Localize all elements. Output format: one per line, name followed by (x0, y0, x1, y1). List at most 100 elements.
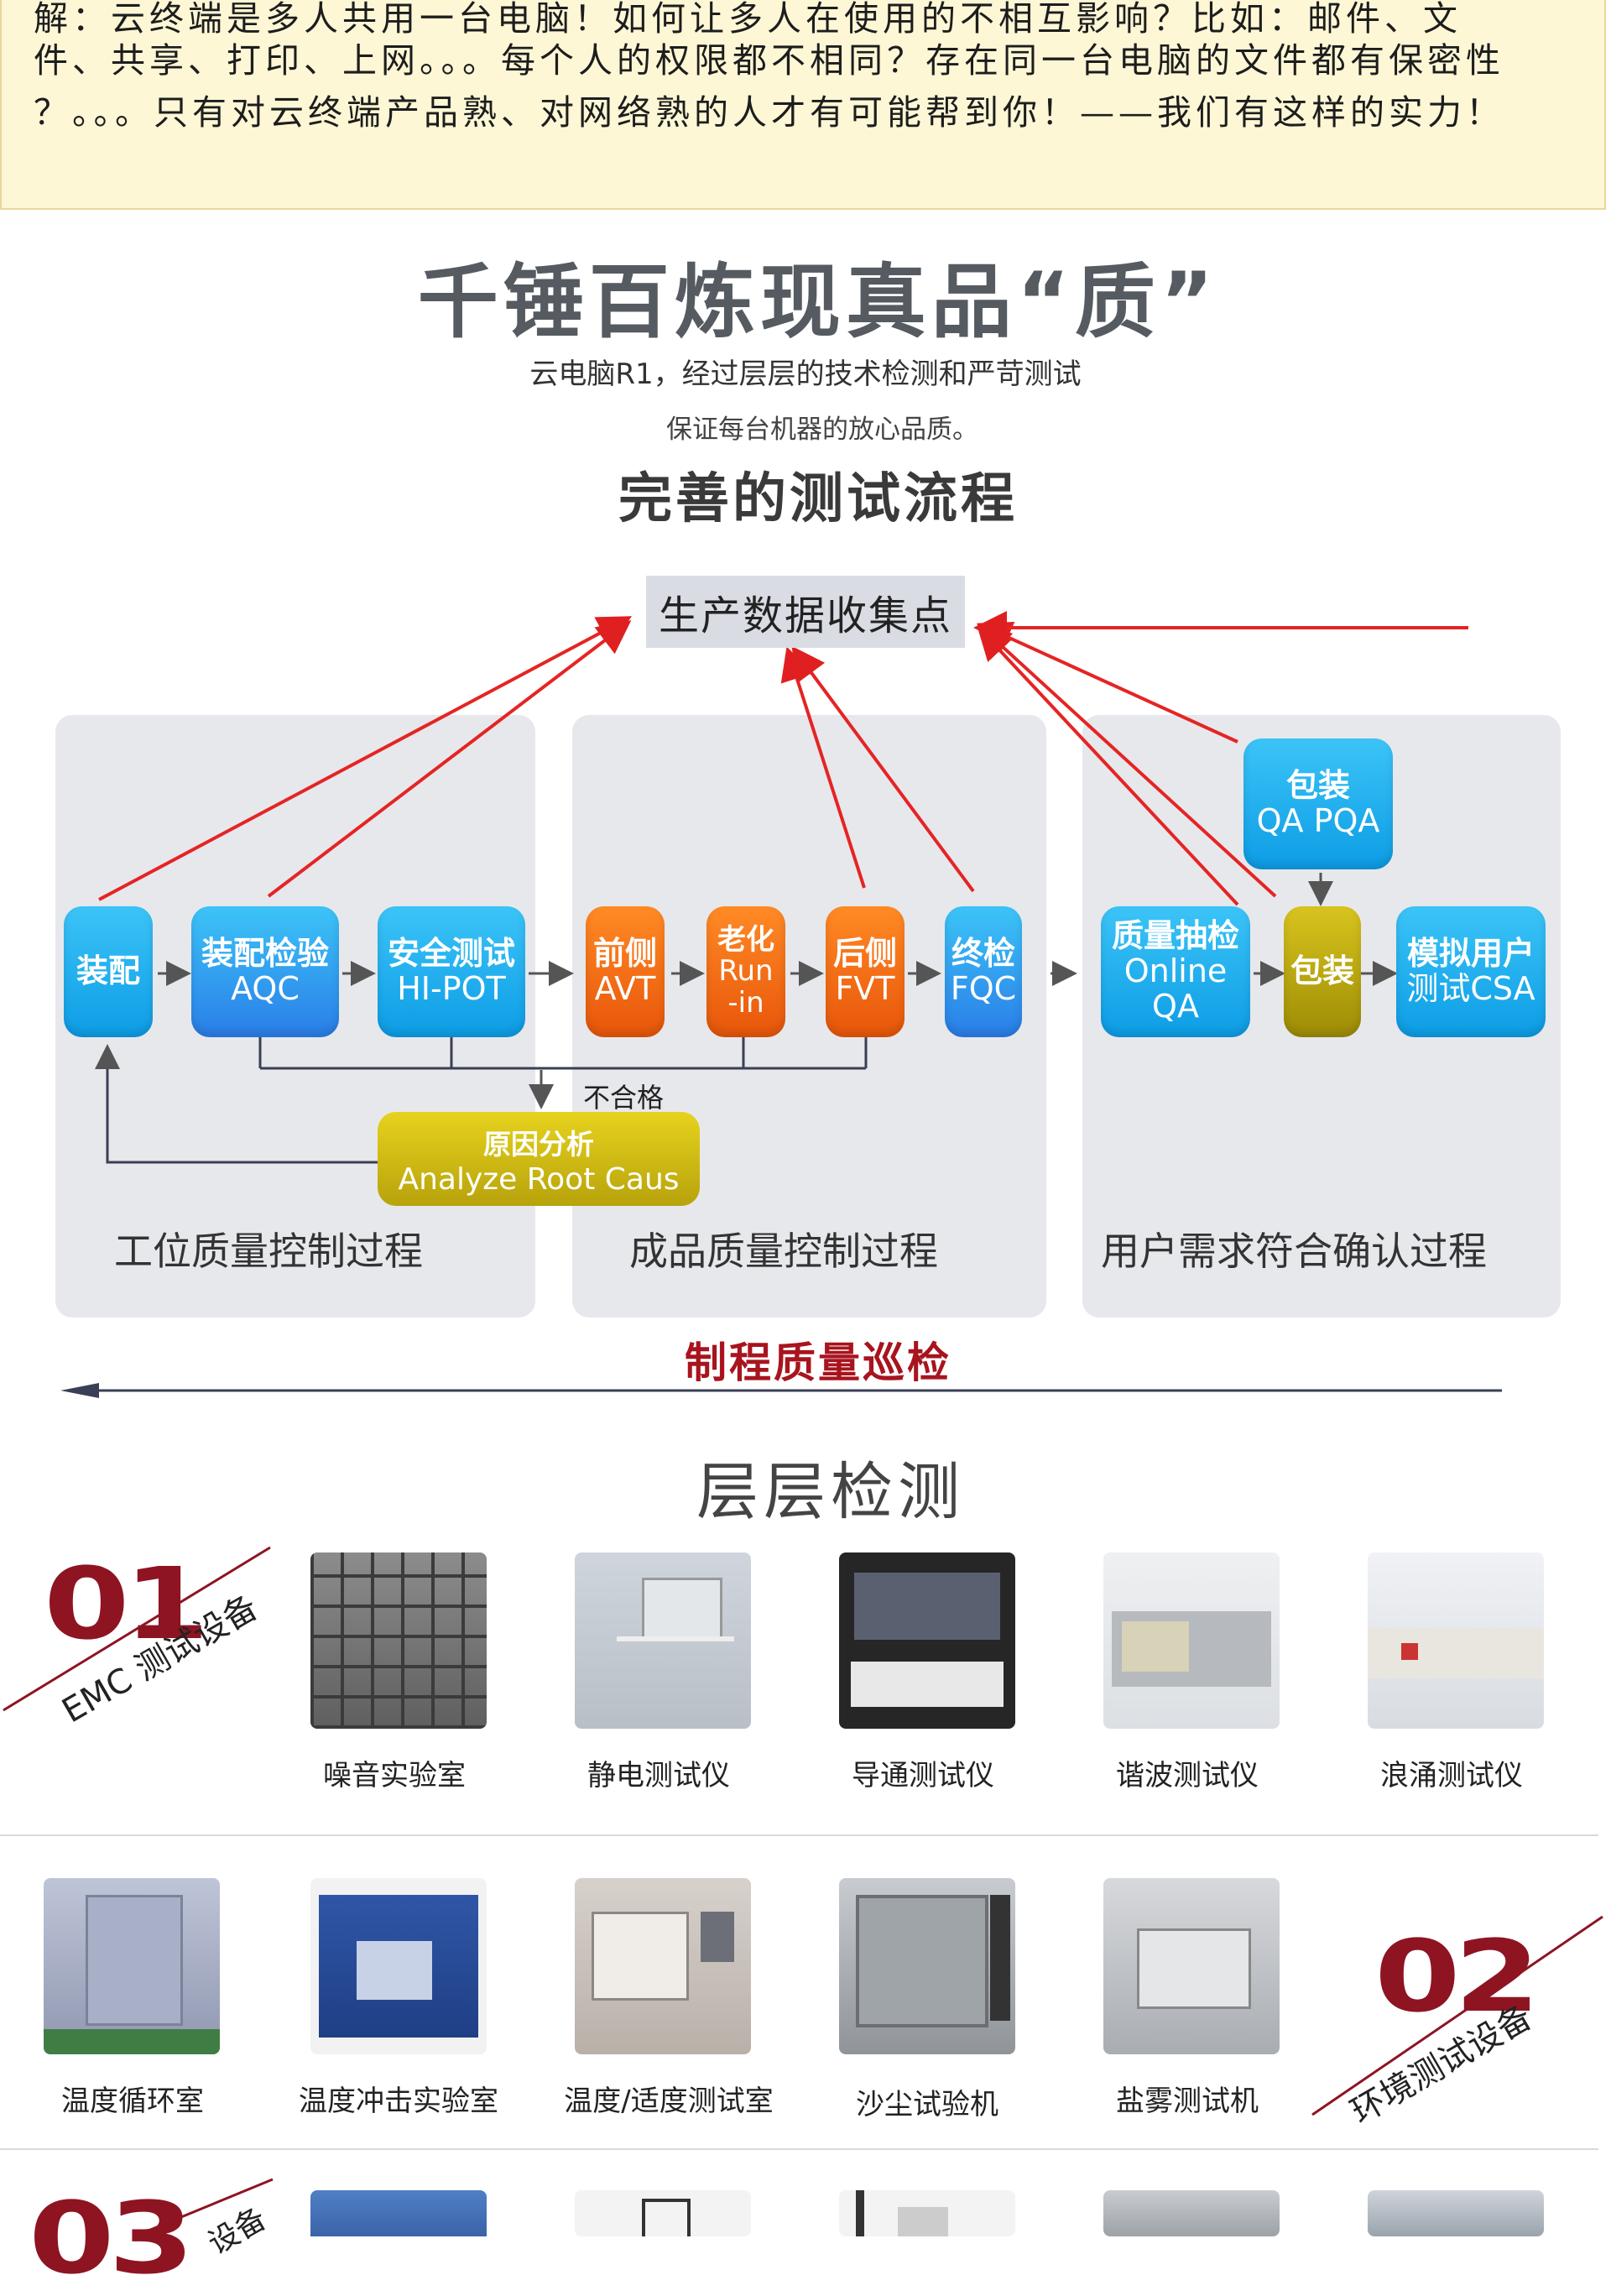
root-cause-label: 原因分析 (483, 1127, 594, 1161)
node-pack-label: 包装 (1290, 952, 1354, 990)
node-online-qa-code: Online (1124, 952, 1228, 990)
image-temp-cycle-floor (44, 2029, 220, 2054)
node-aqc-code: AQC (231, 970, 300, 1007)
node-runin-label: 老化 (717, 922, 774, 957)
badge-02-line (1311, 1915, 1603, 2116)
image-row3-3 (839, 2190, 1015, 2236)
node-online-qa-label: 质量抽检 (1111, 917, 1239, 955)
node-csa-code: 测试CSA (1406, 970, 1535, 1007)
node-online-qa: 质量抽检 Online QA (1101, 906, 1250, 1037)
badge-03-number: 03 (29, 2180, 195, 2296)
node-pack: 包装 (1284, 906, 1361, 1037)
badge-03-line (133, 2178, 274, 2236)
node-assemble-label: 装配 (76, 952, 140, 990)
note-line-3: ？。。。只有对云终端产品熟、对网络熟的人才有可能帮到你！——我们有这样的实力！ (34, 92, 1504, 133)
quality-subtitle-2: 保证每台机器的放心品质。 (666, 415, 978, 445)
node-runin: 老化 Run -in (706, 906, 785, 1037)
badge-01-number: 01 (44, 1546, 210, 1662)
node-fqc: 终检 FQC (945, 906, 1022, 1037)
image-row3-2 (575, 2190, 751, 2236)
image-row3-2-frame (642, 2199, 691, 2236)
equipment-label: 沙尘试验机 (856, 2088, 998, 2121)
node-pqa-label: 包装 (1285, 767, 1350, 805)
note-line-1: 解：云终端是多人共用一台电脑！如何让多人在使用的不相互影响？比如：邮件、文 (34, 0, 1462, 39)
image-row3-3-box (898, 2207, 948, 2236)
image-thermal-shock-lab (310, 1878, 487, 2054)
image-humidity-panel (701, 1912, 734, 1962)
image-temp-cycle-chamber (44, 1878, 220, 2054)
panel-label-user: 用户需求符合确认过程 (1101, 1229, 1487, 1274)
node-hipot-code: HI-POT (397, 970, 506, 1007)
image-humidity-door (592, 1912, 689, 2001)
image-salt-spray-body (1137, 1928, 1251, 2009)
node-fvt-code: FVT (835, 970, 895, 1007)
image-surge-tester-button (1401, 1643, 1418, 1660)
image-continuity-tester (839, 1552, 1015, 1729)
node-fqc-code: FQC (950, 970, 1017, 1007)
node-aqc-label: 装配检验 (201, 935, 329, 973)
image-dust-panel (990, 1895, 1010, 2021)
node-pqa-code: QA PQA (1256, 802, 1380, 839)
image-dust-tester (839, 1878, 1015, 2054)
image-dust-window (856, 1895, 988, 2027)
image-esd-tester-panel (642, 1578, 722, 1641)
equipment-label: 温度冲击实验室 (299, 2085, 498, 2118)
image-salt-spray-tester (1103, 1878, 1280, 2054)
node-hipot: 安全测试 HI-POT (378, 906, 525, 1037)
node-csa: 模拟用户 测试CSA (1396, 906, 1546, 1037)
image-esd-tester (575, 1552, 751, 1729)
layered-testing-title: 层层检测 (696, 1456, 965, 1528)
node-online-qa-code-2: QA (1152, 987, 1199, 1025)
node-avt-label: 前侧 (592, 935, 657, 973)
quality-title: 千锤百炼现真品“质” (417, 255, 1219, 349)
panel-label-station: 工位质量控制过程 (114, 1229, 423, 1274)
intro-note: 解：云终端是多人共用一台电脑！如何让多人在使用的不相互影响？比如：邮件、文 件、… (0, 0, 1606, 210)
node-avt: 前侧 AVT (586, 906, 665, 1037)
equipment-label: 导通测试仪 (852, 1759, 994, 1792)
data-collection-point: 生产数据收集点 (646, 576, 965, 648)
node-aqc: 装配检验 AQC (191, 906, 339, 1037)
equipment-label: 温度/适度测试室 (564, 2085, 774, 2118)
node-fqc-label: 终检 (951, 935, 1015, 973)
image-temp-cycle-door (86, 1895, 183, 2026)
badge-02-number: 02 (1374, 1918, 1541, 2034)
equipment-label: 温度循环室 (61, 2085, 204, 2118)
equipment-label: 谐波测试仪 (1116, 1759, 1259, 1792)
image-surge-tester-body (1368, 1628, 1544, 1678)
image-humidity-chamber (575, 1878, 751, 2054)
note-line-2: 件、共享、打印、上网。。。每个人的权限都不相同？存在同一台电脑的文件都有保密性 (34, 40, 1504, 81)
node-runin-code-2: -in (727, 985, 764, 1020)
image-surge-tester (1368, 1552, 1544, 1729)
node-fvt-label: 后侧 (832, 935, 897, 973)
image-row3-4 (1103, 2190, 1280, 2236)
flow-connectors (60, 611, 1502, 1398)
node-avt-code: AVT (594, 970, 656, 1007)
row-divider (0, 1834, 1598, 1836)
row-divider (0, 2148, 1598, 2150)
equipment-label: 噪音实验室 (323, 1759, 466, 1792)
image-esd-tester-table (617, 1636, 734, 1641)
image-row3-3-pole (856, 2190, 864, 2236)
node-fvt: 后侧 FVT (826, 906, 905, 1037)
image-harmonic-tester (1103, 1552, 1280, 1729)
node-runin-code: Run (718, 954, 774, 989)
image-noise-lab (310, 1552, 487, 1729)
root-cause-english: Analyze Root Caus (398, 1161, 680, 1197)
reject-label: 不合格 (583, 1082, 665, 1114)
equipment-label: 静电测试仪 (587, 1759, 730, 1792)
node-assemble: 装配 (64, 906, 153, 1037)
node-pqa: 包装 QA PQA (1243, 738, 1393, 869)
image-row3-1 (310, 2190, 487, 2236)
panel-label-product: 成品质量控制过程 (629, 1229, 938, 1274)
image-continuity-tester-screen (854, 1573, 1000, 1640)
root-cause-analysis: 原因分析 Analyze Root Caus (378, 1112, 700, 1206)
equipment-label: 浪涌测试仪 (1380, 1759, 1523, 1792)
image-thermal-shock-window (357, 1941, 432, 2000)
badge-01-line (3, 1546, 271, 1712)
process-title: 完善的测试流程 (618, 468, 1018, 530)
equipment-label: 盐雾测试机 (1116, 2085, 1259, 2118)
quality-subtitle-1: 云电脑R1，经过层层的技术检测和严苛测试 (529, 357, 1082, 391)
node-hipot-label: 安全测试 (387, 935, 515, 973)
image-row3-5 (1368, 2190, 1544, 2236)
process-patrol-inspection: 制程质量巡检 (685, 1338, 951, 1387)
